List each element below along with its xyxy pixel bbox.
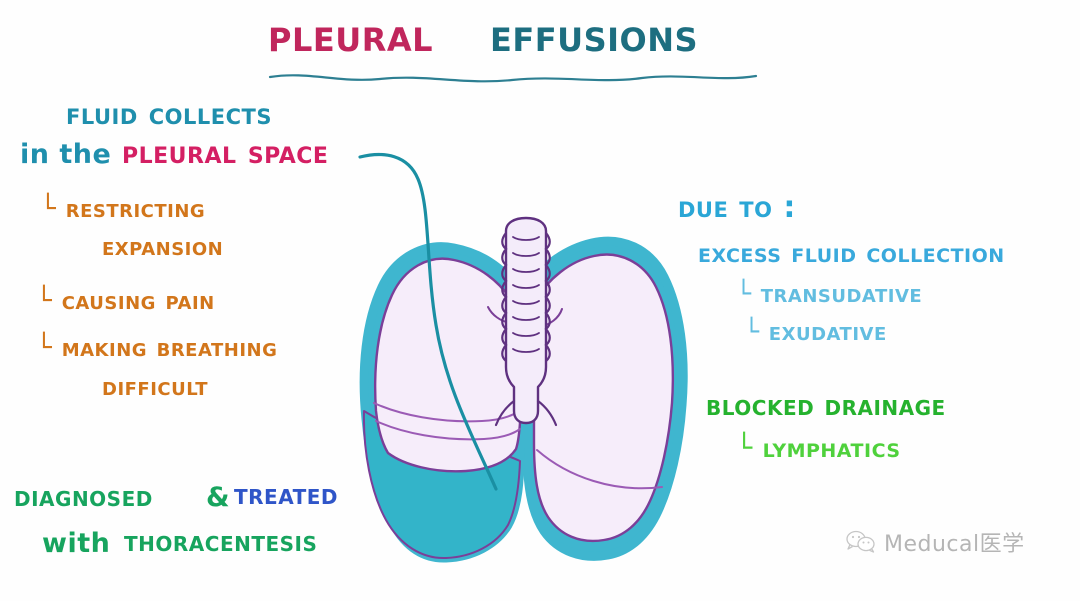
trachea <box>494 216 558 427</box>
trachea-scallop-edges <box>501 232 551 362</box>
trachea-cartilage-rings <box>512 236 540 353</box>
footer-word-with: with <box>42 528 111 559</box>
cause-excess-fluid-collection: Excess Fluid Collection <box>698 238 1005 269</box>
footer-word-treated: Treated <box>234 477 339 511</box>
left-lung-body <box>373 257 523 473</box>
bullet-causing-pain-label: Causing Pain <box>61 286 215 316</box>
bullet-making-breathing: └ Making Breathing <box>36 333 278 363</box>
title-word-pleural: Pleural <box>268 8 433 62</box>
bullet-restricting-line2: Expansion <box>102 232 224 262</box>
left-lung-fissure-upper <box>373 402 520 423</box>
sub-item-exudative-label: Exudative <box>768 317 887 346</box>
bronchus-right <box>536 399 558 427</box>
sub-item-lymphatics: └ Lymphatics <box>736 433 901 464</box>
footer-word-diagnosed: Diagnosed <box>14 479 153 513</box>
left-heading-line-1: Fluid Collects <box>66 97 272 132</box>
right-heading-due-to: Due To : <box>678 190 796 225</box>
page-title: Pleural Effusions <box>268 10 768 90</box>
sub-item-transudative-label: Transudative <box>760 279 923 308</box>
sub-item-lymphatics-label: Lymphatics <box>762 433 901 464</box>
wechat-icon <box>846 530 875 553</box>
watermark: Meducal医学 <box>846 526 1025 558</box>
left-heading-pleural-space: Pleural Space <box>122 135 329 171</box>
bronchus-left <box>494 399 516 427</box>
left-lung-fissure-lower <box>375 420 521 441</box>
footer-word-thoracentesis: Thoracentesis <box>124 525 318 558</box>
watermark-text: Meducal医学 <box>884 532 1025 557</box>
sub-item-exudative: └ Exudative <box>744 317 887 346</box>
left-heading-line-2-prefix: in the <box>20 139 112 170</box>
bullet-restricting-label: Restricting <box>65 194 206 224</box>
bullet-making-breathing-line2: Difficult <box>102 372 209 402</box>
bullet-making-breathing-label: Making Breathing <box>61 333 278 363</box>
sub-item-transudative: └ Transudative <box>736 279 923 308</box>
title-word-effusions: Effusions <box>490 8 699 62</box>
lungs-illustration <box>359 216 688 563</box>
pointer-line-pleural-space <box>358 152 498 491</box>
right-lung-body <box>532 253 675 543</box>
bullet-causing-pain: └ Causing Pain <box>36 286 215 316</box>
cause-blocked-drainage: Blocked Drainage <box>706 389 946 422</box>
footer-ampersand: & <box>206 482 231 513</box>
right-lung-fissure <box>536 449 663 490</box>
bullet-restricting: └ Restricting <box>40 194 206 224</box>
title-underline <box>268 74 758 83</box>
